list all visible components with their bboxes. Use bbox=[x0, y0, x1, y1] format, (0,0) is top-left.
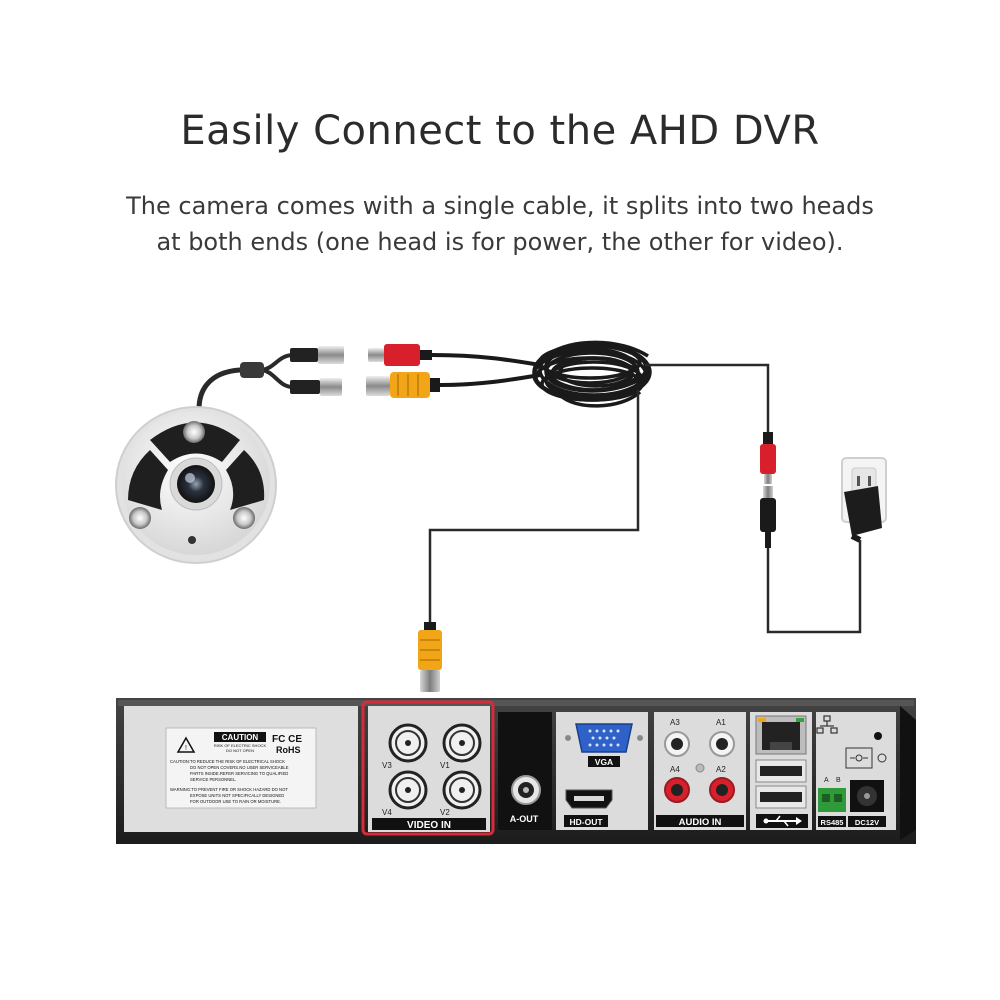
rs485-label: RS485 bbox=[821, 818, 844, 827]
page-subtitle: The camera comes with a single cable, it… bbox=[80, 188, 920, 260]
camera-cable-branch-bottom bbox=[261, 368, 293, 389]
power-adapter bbox=[844, 486, 882, 543]
audio-in-panel: A3 A1 A4 A2 AUDIO IN bbox=[654, 712, 746, 830]
dc12v-jack[interactable] bbox=[850, 780, 884, 812]
dome-camera bbox=[115, 346, 344, 564]
audio-in-label: AUDIO IN bbox=[679, 817, 722, 828]
a-out-jack[interactable] bbox=[511, 775, 541, 805]
power-plug-red bbox=[384, 344, 420, 366]
a-out-label: A-OUT bbox=[510, 814, 539, 824]
port-label-v1: V1 bbox=[440, 761, 450, 770]
dvr-recorder: ! CAUTION RISK OF ELECTRIC SHOCK DO NOT … bbox=[116, 698, 916, 844]
video-wire bbox=[428, 390, 640, 622]
adapter-plug-body bbox=[760, 498, 776, 532]
video-in-highlight bbox=[361, 700, 495, 836]
adapter-wire bbox=[766, 540, 862, 634]
dc-polarity-icon bbox=[845, 747, 873, 769]
reset-button[interactable] bbox=[874, 732, 882, 740]
camera-cable-branch-top bbox=[261, 353, 293, 372]
audio-label-a3: A3 bbox=[670, 718, 680, 727]
audio-jack-a2[interactable] bbox=[709, 777, 735, 803]
lens-icon bbox=[177, 465, 215, 503]
ir-panel-left bbox=[128, 450, 168, 510]
bnc-port-v1[interactable] bbox=[442, 723, 482, 763]
terminal-label-a: A bbox=[824, 777, 829, 784]
caution-sticker: ! CAUTION RISK OF ELECTRIC SHOCK DO NOT … bbox=[165, 727, 317, 809]
warning-line-3: FOR OUTDOOR USE TO RAIN OR MOISTURE. bbox=[190, 799, 281, 804]
light-sensor bbox=[188, 536, 196, 544]
video-in-label: VIDEO IN bbox=[407, 820, 451, 831]
rohs-mark: RoHS bbox=[276, 745, 301, 755]
caution-title: CAUTION bbox=[222, 733, 259, 742]
adapter-plug-tip bbox=[763, 486, 773, 498]
extension-cable bbox=[366, 340, 862, 692]
pigtail-power-plug-tip bbox=[318, 346, 344, 364]
pigtail-bnc-body bbox=[290, 380, 320, 394]
cable-coil bbox=[532, 340, 652, 408]
page-title: Easily Connect to the AHD DVR bbox=[180, 108, 820, 154]
subtitle-line-1: The camera comes with a single cable, it… bbox=[126, 192, 874, 220]
audio-label-a2: A2 bbox=[716, 765, 726, 774]
bnc-plug-tip bbox=[366, 376, 390, 396]
power-rs485-panel: A B RS485 DC12V bbox=[816, 712, 896, 830]
display-out-panel: VGA HD-OUT bbox=[556, 712, 648, 830]
usb-port-top[interactable] bbox=[755, 759, 807, 783]
caution-line-2: DO NOT OPEN COVERS.NO USER SERVICEABLE bbox=[190, 765, 289, 770]
vga-port[interactable] bbox=[565, 723, 643, 753]
terminal-label-b: B bbox=[836, 777, 841, 784]
network-icon bbox=[816, 715, 838, 734]
power-plug-tip bbox=[368, 348, 384, 362]
ir-led-top bbox=[183, 421, 205, 443]
a-out-panel: A-OUT bbox=[498, 712, 552, 830]
audio-jack-a4[interactable] bbox=[664, 777, 690, 803]
port-label-v4: V4 bbox=[382, 808, 392, 817]
rs485-terminal[interactable] bbox=[818, 788, 846, 812]
bnc-port-v4[interactable] bbox=[388, 770, 428, 810]
bnc-port-v3[interactable] bbox=[388, 723, 428, 763]
dvr-bnc-plug-tip bbox=[420, 670, 440, 692]
caution-line-3: PARTS INSIDE.REFER SERVICING TO QUALIFIE… bbox=[190, 771, 288, 776]
bnc-port-v2[interactable] bbox=[442, 770, 482, 810]
pigtail-power-plug-body bbox=[290, 348, 318, 362]
svg-text:!: ! bbox=[185, 745, 187, 752]
ir-panel-right bbox=[226, 450, 265, 510]
ethernet-port[interactable] bbox=[755, 715, 807, 755]
cable-splitter bbox=[240, 362, 264, 378]
port-label-v2: V2 bbox=[440, 808, 450, 817]
lens-glare bbox=[185, 473, 195, 483]
caution-sub-1: RISK OF ELECTRIC SHOCK bbox=[214, 743, 267, 748]
dc12v-label: DC12V bbox=[855, 818, 879, 827]
caution-sub-2: DO NOT OPEN bbox=[226, 748, 254, 753]
warning-triangle-icon bbox=[176, 736, 196, 753]
ground-icon bbox=[877, 753, 887, 763]
ir-led-right bbox=[233, 507, 255, 529]
lan-usb-panel bbox=[750, 712, 812, 830]
ir-led-left bbox=[129, 507, 151, 529]
audio-label-a1: A1 bbox=[716, 718, 726, 727]
usb-icon bbox=[756, 814, 808, 828]
audio-jack-a1[interactable] bbox=[709, 731, 735, 757]
caution-line-4: SERVICE PERSONNEL. bbox=[190, 777, 236, 782]
vga-label: VGA bbox=[595, 757, 613, 767]
warning-line-1: WARNING:TO PREVENT FIRE OR SHOCK HAZARD … bbox=[170, 787, 288, 792]
fcc-ce-mark: FC CE bbox=[272, 734, 302, 745]
power-jack-red bbox=[760, 444, 776, 474]
hdmi-port[interactable] bbox=[565, 789, 613, 809]
video-in-panel: V3 V1 V4 V2 VIDEO IN bbox=[368, 706, 490, 832]
subtitle-line-2: at both ends (one head is for power, the… bbox=[156, 228, 844, 256]
caution-line-1: CAUTION:TO REDUCE THE RISK OF ELECTRICAL… bbox=[170, 759, 285, 764]
audio-label-a4: A4 bbox=[670, 765, 680, 774]
power-wire bbox=[645, 363, 770, 432]
warning-line-2: EXPOSE UNITS NOT SPECIFICALLY DESIGNED bbox=[190, 793, 284, 798]
bnc-plug-yellow bbox=[390, 372, 430, 398]
pigtail-bnc-tip bbox=[320, 378, 342, 396]
audio-jack-a3[interactable] bbox=[664, 731, 690, 757]
screw-icon bbox=[695, 763, 705, 773]
port-label-v3: V3 bbox=[382, 761, 392, 770]
usb-port-bottom[interactable] bbox=[755, 785, 807, 809]
hd-out-label: HD-OUT bbox=[569, 817, 603, 827]
power-plug-strain bbox=[420, 350, 432, 360]
